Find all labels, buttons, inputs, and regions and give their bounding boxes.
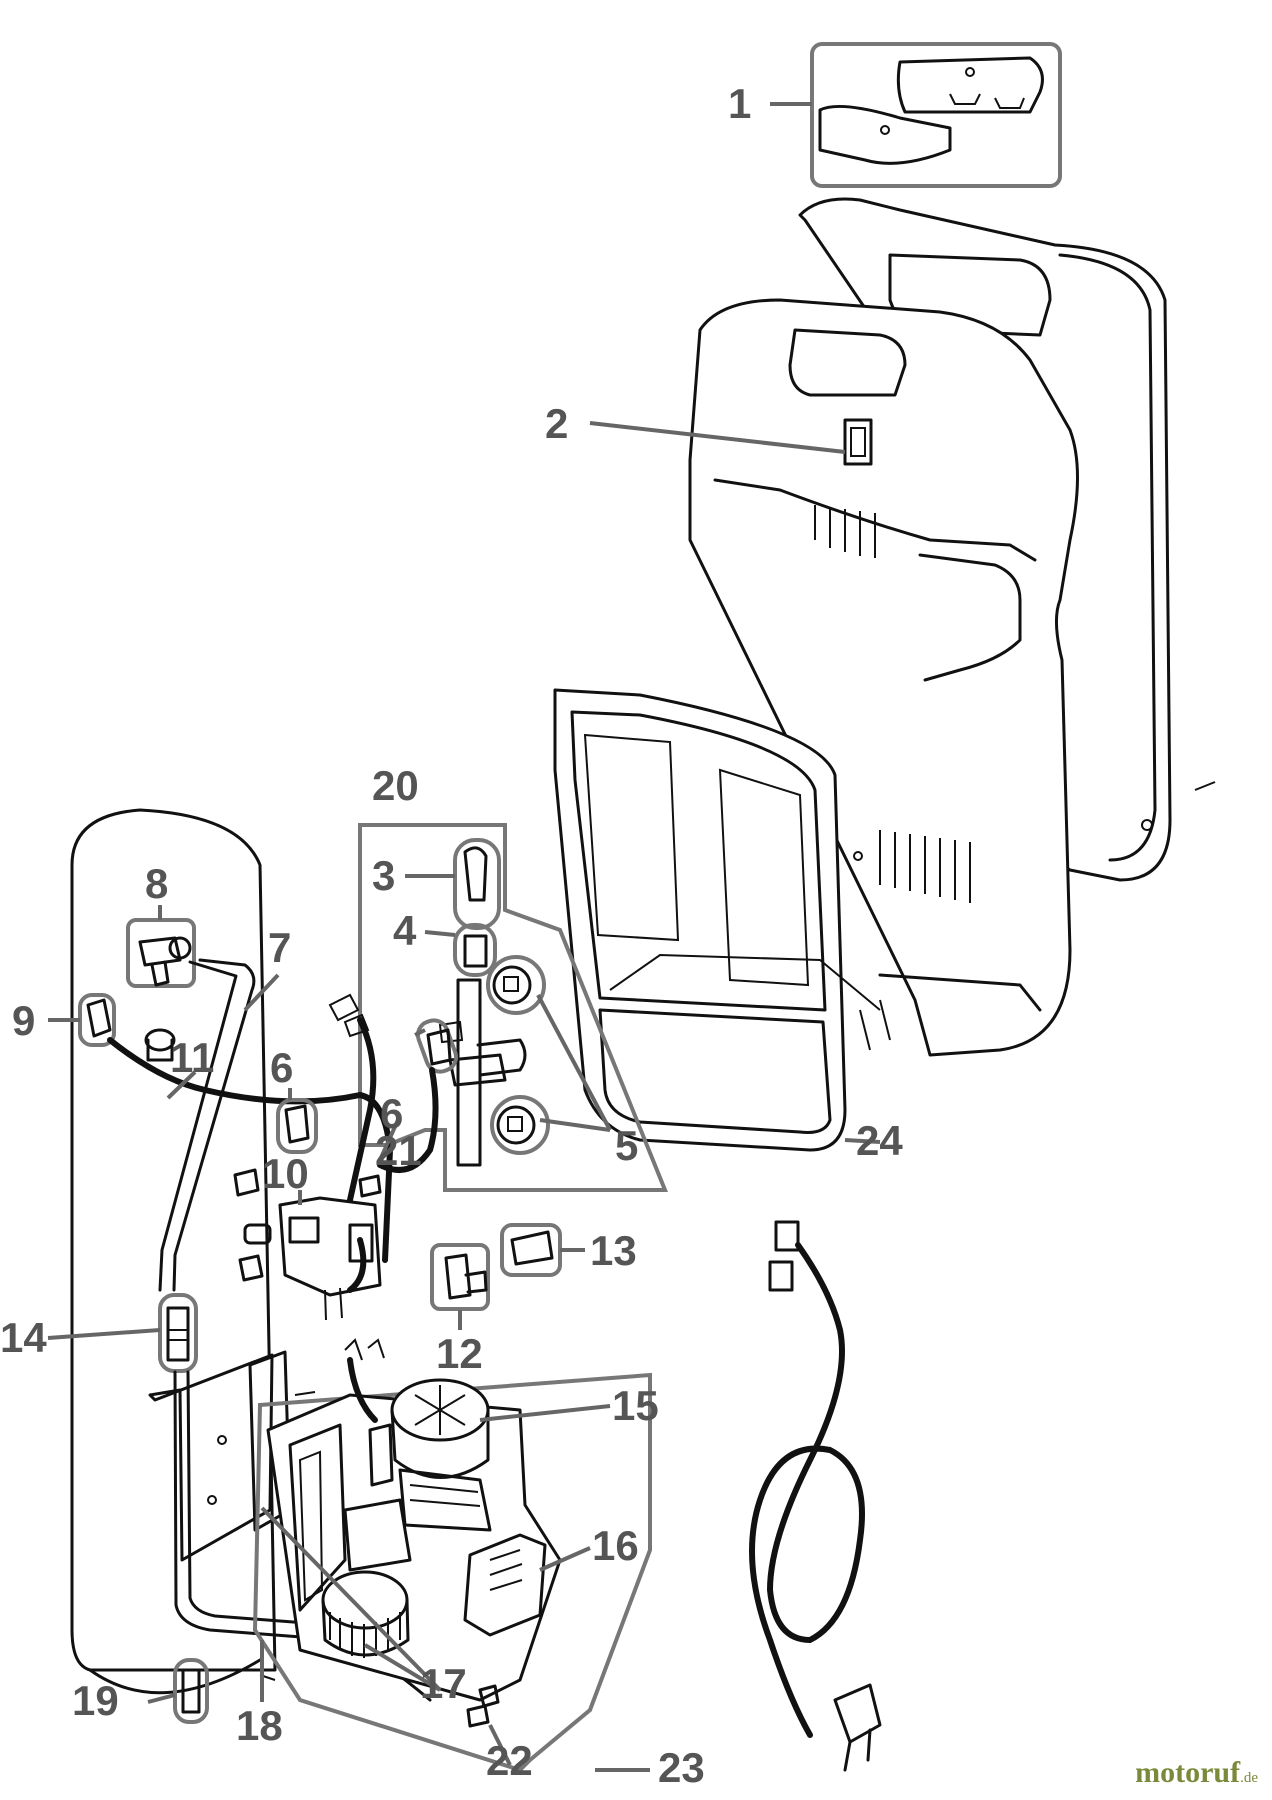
- power-cord: [749, 1220, 882, 1772]
- label-18: 18: [236, 1702, 283, 1749]
- part-23-compressor-group: [252, 1338, 652, 1773]
- label-3: 3: [372, 852, 395, 899]
- label-10: 10: [262, 1150, 309, 1197]
- leader-lines: [47, 102, 881, 1772]
- part-12-elbow: [430, 1243, 490, 1311]
- part-1-handle-inserts: [810, 42, 1062, 188]
- label-5: 5: [615, 1122, 638, 1169]
- part-14-coupling: [158, 1293, 198, 1373]
- brand-name: motoruf: [1135, 1756, 1241, 1789]
- brand-tld: .de: [1240, 1770, 1258, 1786]
- label-22: 22: [486, 1737, 533, 1784]
- front-housing: [688, 298, 1079, 1057]
- label-6a: 6: [270, 1044, 293, 1091]
- label-4: 4: [393, 907, 417, 954]
- hoses: [107, 958, 439, 1292]
- label-24: 24: [856, 1117, 903, 1164]
- brand-logo: motoruf.de: [1135, 1756, 1258, 1790]
- label-1: 1: [728, 80, 751, 127]
- label-19: 19: [72, 1677, 119, 1724]
- tank-bracket: [148, 1350, 292, 1562]
- label-11: 11: [170, 1034, 214, 1081]
- part-20-valve-assembly: [358, 823, 668, 1192]
- label-13: 13: [590, 1227, 637, 1274]
- part-19-nipple: [173, 1658, 209, 1724]
- part-13-fitting: [500, 1223, 562, 1277]
- label-7: 7: [268, 924, 291, 971]
- label-16: 16: [592, 1522, 639, 1569]
- pressure-switch: [233, 1098, 382, 1321]
- label-8: 8: [145, 860, 168, 907]
- part-labels: 1 2 3 4 5 6 6 7 8 9 10 11 12 13 14 15 16…: [0, 80, 903, 1791]
- label-2: 2: [545, 400, 568, 447]
- label-6b: 6: [380, 1090, 403, 1137]
- label-23: 23: [658, 1744, 705, 1791]
- label-21: 21: [375, 1127, 422, 1174]
- label-17: 17: [420, 1660, 467, 1707]
- label-12: 12: [436, 1330, 483, 1377]
- label-14: 14: [0, 1314, 47, 1361]
- label-20: 20: [372, 762, 419, 809]
- label-9: 9: [12, 997, 35, 1044]
- label-15: 15: [612, 1382, 659, 1429]
